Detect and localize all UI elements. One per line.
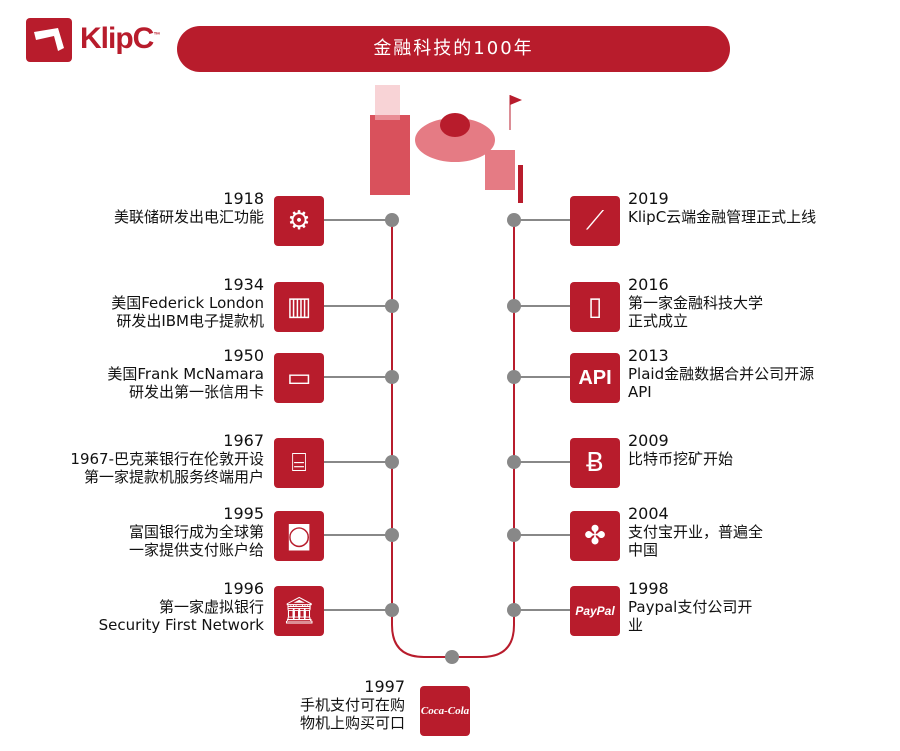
- timeline-dot: [507, 528, 521, 542]
- timeline-dot: [507, 455, 521, 469]
- klipc-icon: ⟋: [570, 196, 620, 246]
- bank-icon: 🏛: [274, 586, 324, 636]
- paypal-icon: PayPal: [570, 586, 620, 636]
- atm-icon: ▥: [274, 282, 324, 332]
- gear-pencil-icon: ⚙: [274, 196, 324, 246]
- timeline-dot: [385, 213, 399, 227]
- timeline-dot: [507, 603, 521, 617]
- event-1997: 1997 手机支付可在购物机上购买可口: [299, 677, 405, 733]
- credit-card-icon: ▭: [274, 353, 324, 403]
- timeline-dot: [507, 299, 521, 313]
- event-2004: 2004 支付宝开业，普遍全中国: [628, 504, 764, 560]
- timeline-dot: [385, 299, 399, 313]
- connector-line: [324, 376, 392, 378]
- event-2016: 2016 第一家金融科技大学正式成立: [628, 275, 764, 331]
- event-1998: 1998 Paypal支付公司开业: [628, 579, 753, 635]
- timeline-dot: [445, 650, 459, 664]
- connector-line: [324, 461, 392, 463]
- timeline-dot: [507, 213, 521, 227]
- api-icon: API: [570, 353, 620, 403]
- connector-line: [324, 305, 392, 307]
- alipay-icon: ✤: [570, 511, 620, 561]
- timeline-dot: [385, 603, 399, 617]
- klipc-logo: [26, 18, 72, 62]
- connector-line: [324, 609, 392, 611]
- connector-line: [514, 534, 570, 536]
- page-title: 金融科技的100年: [177, 26, 730, 72]
- illustration: [370, 85, 523, 203]
- bitcoin-icon: Ƀ: [570, 438, 620, 488]
- timeline-dot: [385, 455, 399, 469]
- connector-line: [514, 219, 570, 221]
- account-icon: ◙: [274, 511, 324, 561]
- timeline-dot: [385, 528, 399, 542]
- connector-line: [324, 534, 392, 536]
- timeline-dot: [507, 370, 521, 384]
- connector-line: [514, 305, 570, 307]
- event-1967: 1967 1967-巴克莱银行在伦敦开设第一家提款机服务终端用户: [70, 431, 264, 487]
- connector-line: [514, 461, 570, 463]
- timeline-dot: [385, 370, 399, 384]
- brand-name: KlipC™: [80, 22, 160, 55]
- router-icon: ⌸: [274, 438, 324, 488]
- event-1918: 1918 美联储研发出电汇功能: [113, 189, 264, 227]
- event-2009: 2009 比特币挖矿开始: [628, 431, 734, 469]
- connector-line: [324, 219, 392, 221]
- coca-cola-icon: Coca-Cola: [420, 686, 470, 736]
- connector-line: [514, 609, 570, 611]
- book-icon: ▯: [570, 282, 620, 332]
- connector-line: [514, 376, 570, 378]
- event-2019: 2019 KlipC云端金融管理正式上线: [628, 189, 817, 227]
- event-1995: 1995 富国银行成为全球第一家提供支付账户给: [128, 504, 264, 560]
